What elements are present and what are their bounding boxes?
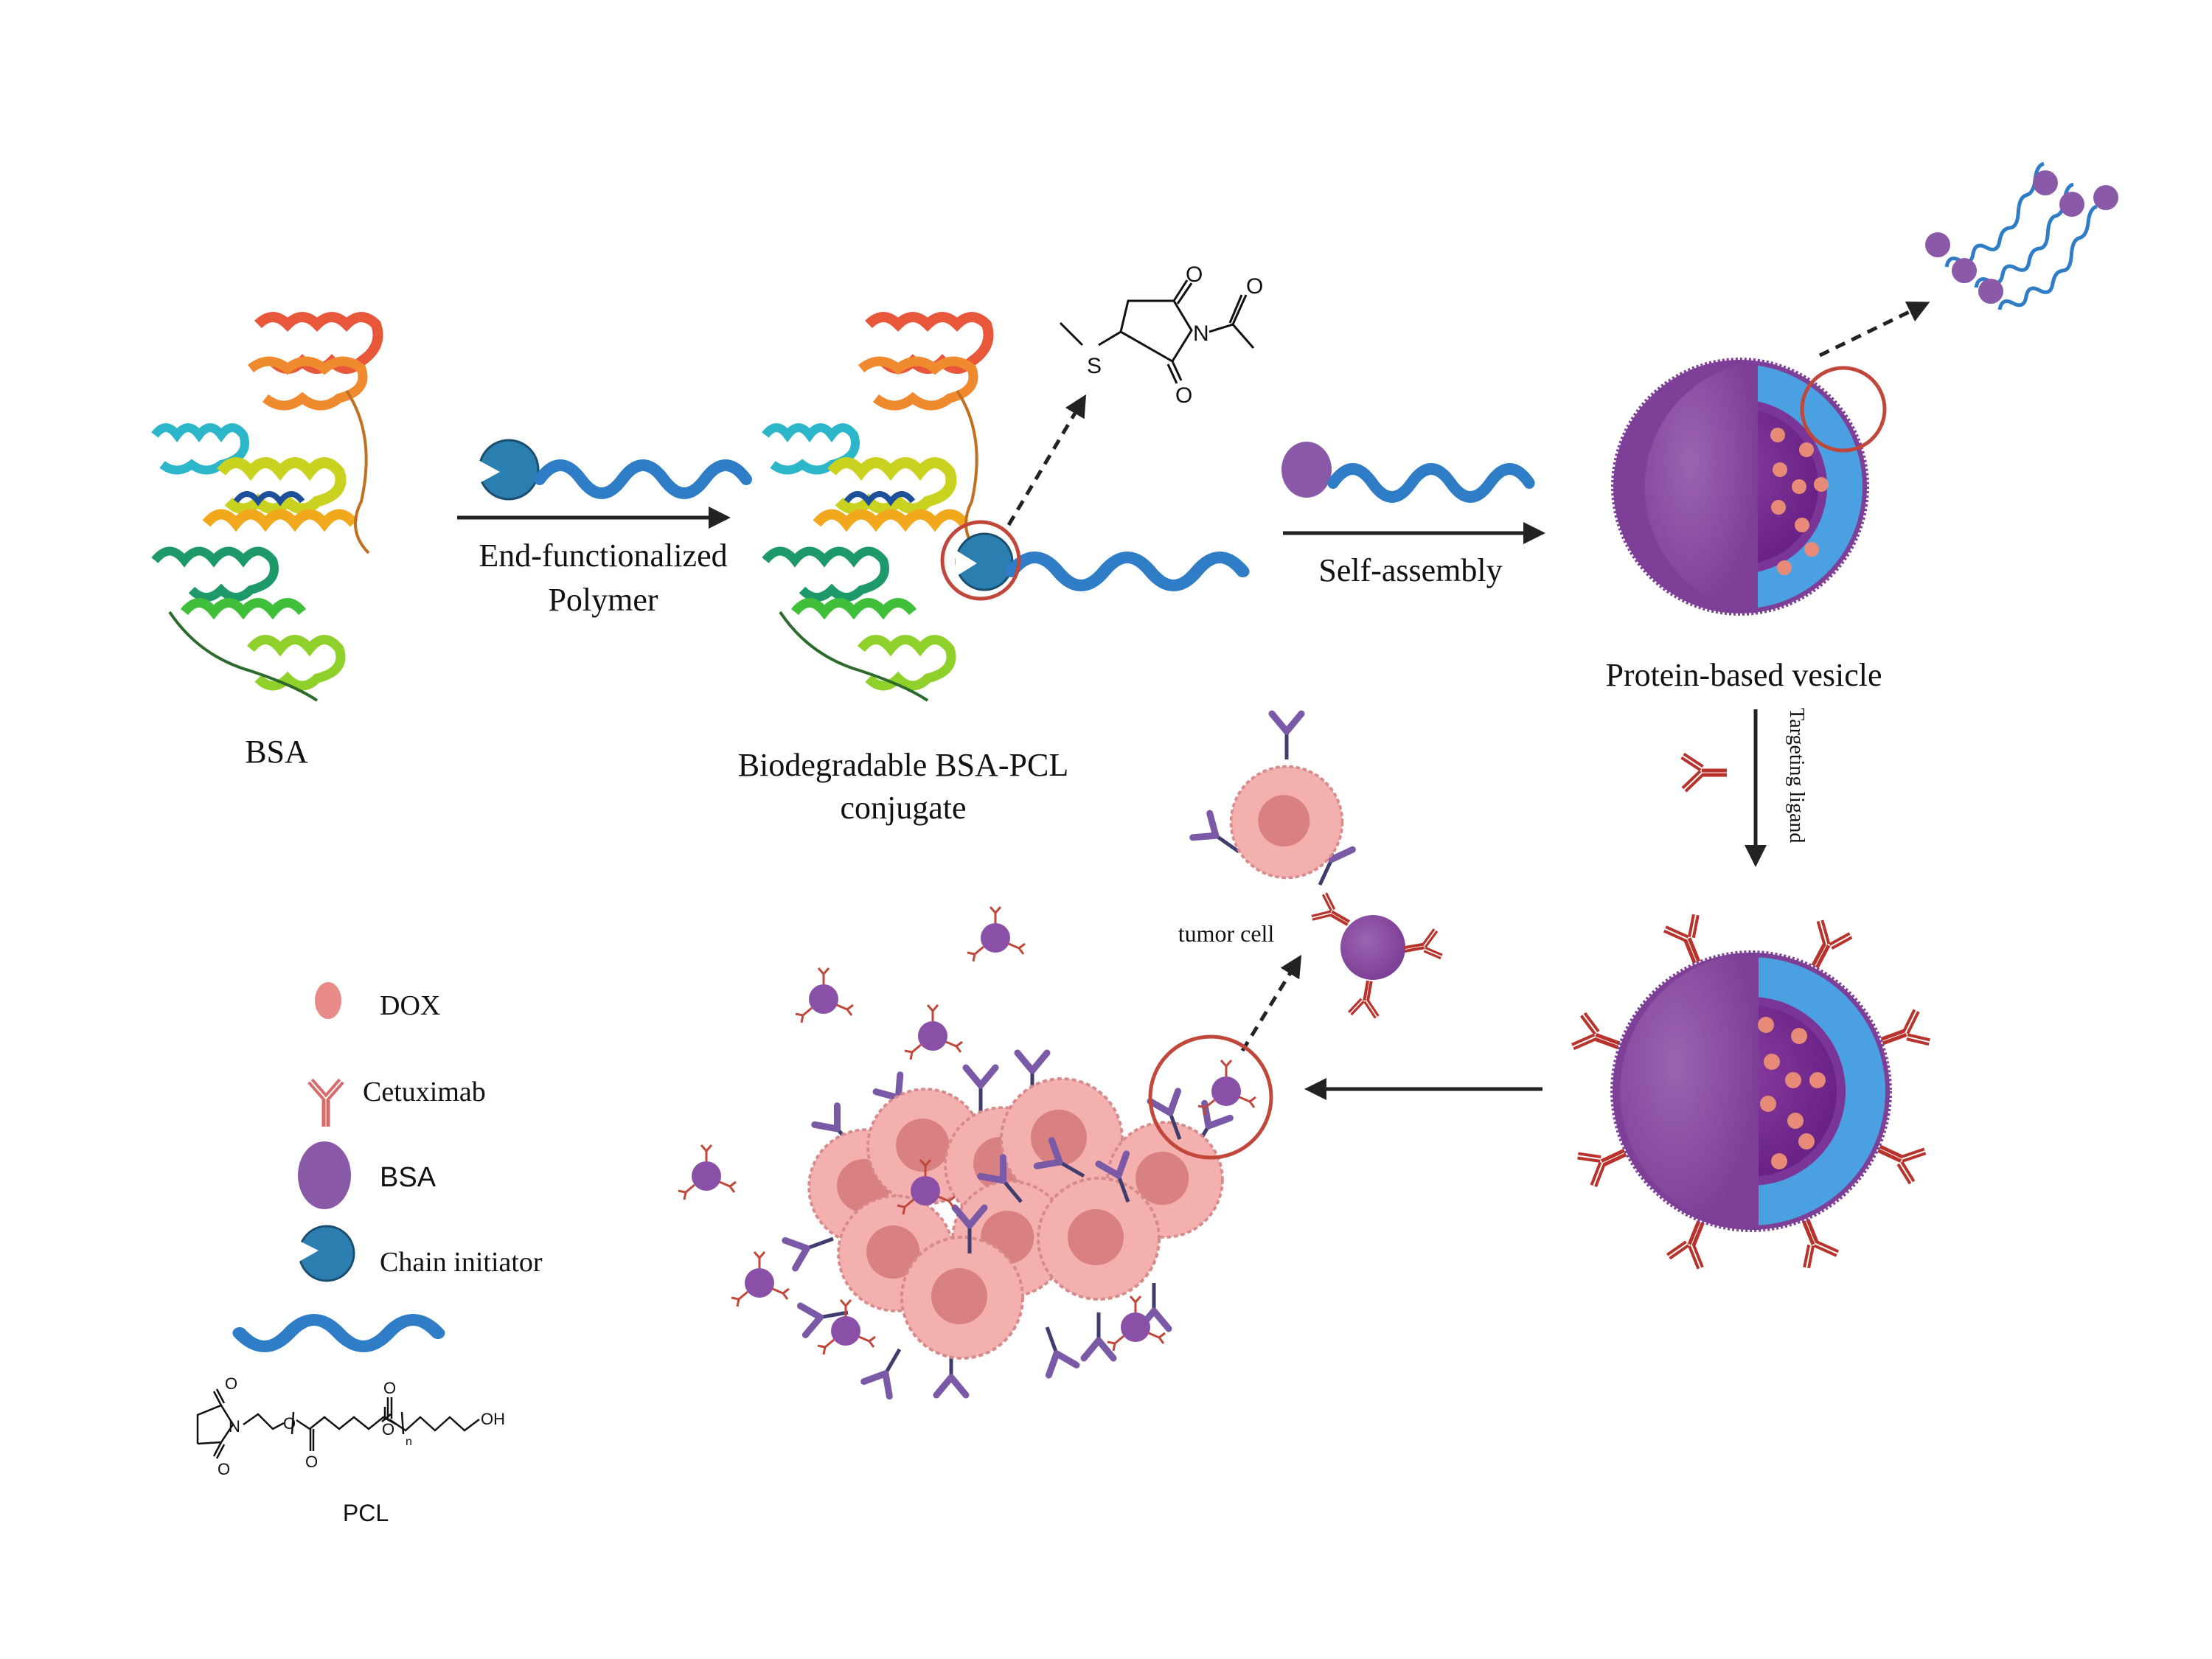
step1-label-line2: Polymer: [548, 582, 658, 618]
conjugate-highlight-circle: [940, 520, 1021, 601]
chain-initiator-icon: [298, 1225, 355, 1282]
targeted-vesicle: [1571, 915, 1930, 1270]
pcl-atom-o-ester1: O: [283, 1414, 296, 1433]
chain-initiator-icon: [478, 439, 540, 501]
pcl-atom-o-ester2: O: [382, 1420, 394, 1439]
pcl-repeat-n: n: [406, 1436, 412, 1448]
conjugate-label-line2: conjugate: [840, 790, 967, 826]
targeting-antibody-icon: [1683, 756, 1727, 790]
bsa-pcl-conjugate-structure: [765, 317, 989, 700]
bilayer-inset-icon: [1925, 161, 2118, 310]
linker-atom-n: N: [1193, 321, 1209, 346]
pcl-atom-oh: OH: [481, 1410, 505, 1428]
pcl-atom-o-top: O: [225, 1374, 237, 1393]
pcl-atom-o-carbonyl2: O: [383, 1379, 396, 1397]
step1-label-line1: End-functionalized: [479, 538, 728, 574]
linker-atom-o2: O: [1246, 274, 1263, 299]
linker-atom-o3: O: [1175, 383, 1192, 408]
legend-chain-initiator-label: Chain initiator: [380, 1247, 543, 1278]
membrane-dashed-arrow: [1818, 302, 1930, 358]
legend-bsa-label: BSA: [380, 1162, 437, 1193]
legend: O N O O O O O n OH: [196, 982, 505, 1478]
dox-particles: [1770, 428, 1829, 575]
conjugate-pcl-chain: [1012, 557, 1243, 585]
linker-atom-s: S: [1087, 354, 1102, 378]
step3-label: Targeting ligand: [1785, 708, 1808, 844]
linker-molecule-structure: [1059, 279, 1255, 384]
vesicle-label: Protein-based vesicle: [1605, 657, 1882, 693]
dox-particles-targeted: [1758, 1017, 1826, 1169]
pcl-atom-o-carbonyl1: O: [305, 1453, 318, 1471]
membrane-highlight-circle: [1800, 366, 1887, 453]
bsa-label: BSA: [245, 734, 308, 770]
step2-label: Self-assembly: [1318, 552, 1503, 588]
bsa-icon: [298, 1141, 351, 1209]
linker-atom-o1: O: [1186, 262, 1203, 287]
legend-cetuximab-label: Cetuximab: [363, 1077, 486, 1107]
protein-based-vesicle: [1611, 358, 1887, 616]
tumor-dashed-arrow: [1240, 954, 1302, 1052]
pcl-label: PCL: [342, 1500, 389, 1526]
pcl-atom-n: N: [229, 1417, 240, 1436]
bsa-protein-structure: [155, 317, 378, 700]
pcl-structure: [196, 1388, 480, 1459]
bsa-pcl-amphiphile-icon: [1281, 442, 1529, 498]
legend-dox-label: DOX: [380, 990, 441, 1021]
dox-icon: [315, 982, 341, 1019]
tumor-cell-label: tumor cell: [1178, 920, 1275, 947]
pcl-atom-o-bottom: O: [218, 1460, 230, 1478]
cetuximab-icon: [307, 1078, 344, 1127]
end-functionalized-polymer-icon: [476, 439, 746, 501]
binding-highlight-circle: [1148, 1034, 1273, 1160]
conjugate-label-line1: Biodegradable BSA-PCL: [737, 747, 1069, 783]
conjugate-chain-initiator-icon: [955, 532, 1014, 591]
tumor-cell-detail: [1193, 714, 1441, 1018]
pcl-chain-icon: [232, 1314, 445, 1352]
conjugate-dashed-arrow: [1006, 394, 1087, 526]
tumor-cluster: [785, 1053, 1230, 1397]
